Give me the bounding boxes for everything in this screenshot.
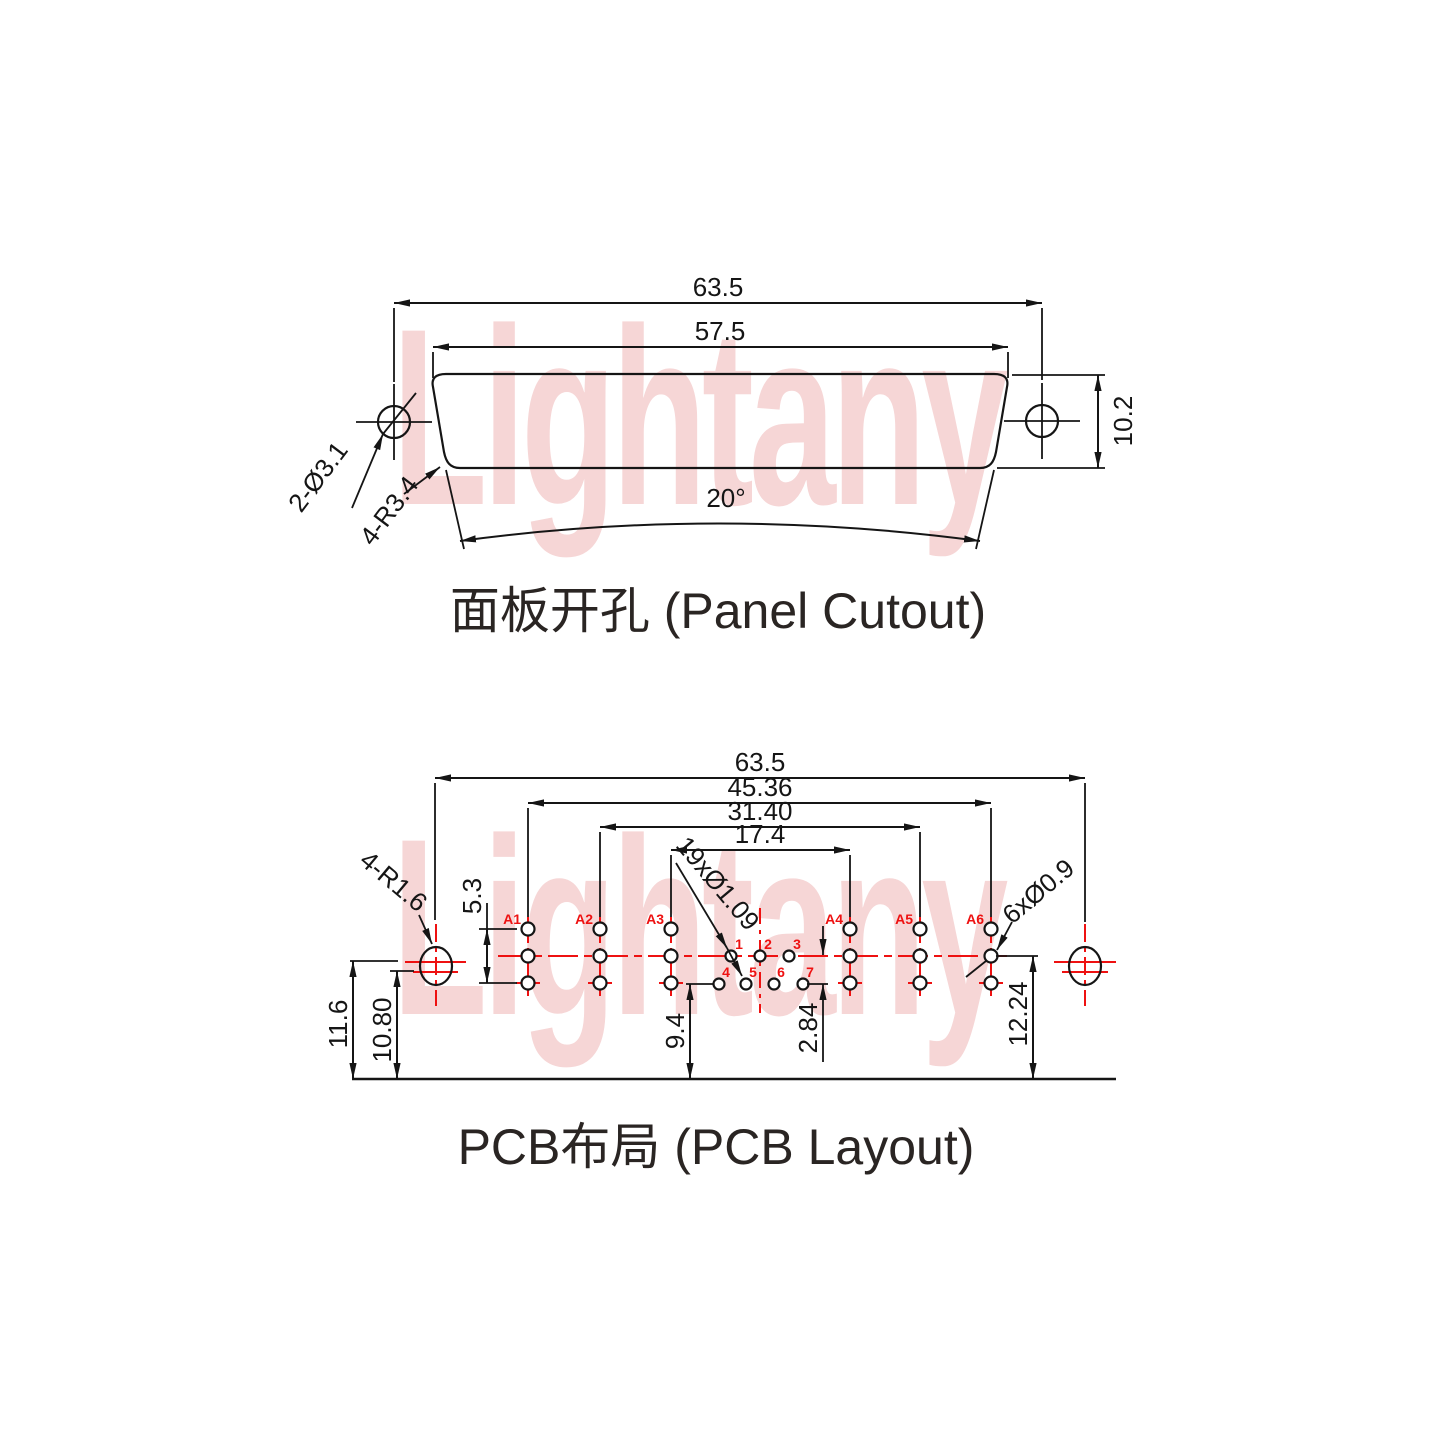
dim-panel-cutout-height: 10.2: [997, 374, 1138, 469]
panel-cutout-title: 面板开孔 (Panel Cutout): [450, 583, 986, 639]
dim-low-row-to-edge: 9.4: [660, 983, 713, 1079]
dim-row-offset: 2.84: [793, 926, 828, 1062]
pcb-layout-drawing: 63.5 45.36 31.40 17.4: [323, 747, 1116, 1175]
pin-label-7: 7: [806, 964, 814, 980]
pin-label-6: 6: [777, 964, 785, 980]
callout-label: 6xØ0.9: [996, 853, 1079, 930]
callout-label: 2-Ø3.1: [282, 436, 354, 518]
dim-label: 9.4: [660, 1013, 690, 1049]
panel-mount-hole-left: [356, 384, 432, 460]
panel-mount-hole-right: [1004, 383, 1080, 459]
pin-label-1: 1: [735, 936, 743, 952]
dim-span-a1-a6: 45.36: [527, 772, 992, 924]
dim-row-span: 5.3: [457, 878, 517, 984]
dim-center-to-edge: 12.24: [996, 955, 1038, 1079]
dim-label: 45.36: [727, 772, 792, 802]
pin-label-a6: A6: [966, 911, 984, 927]
pin-label-4: 4: [722, 964, 730, 980]
callout-mount-radius: 4-R1.6: [354, 845, 433, 945]
callout-label: 4-R1.6: [354, 845, 433, 918]
pin-label-a4: A4: [825, 911, 843, 927]
pin-label-5: 5: [749, 964, 757, 980]
dim-pcb-outer-width: 63.5: [434, 747, 1086, 922]
pcb-mount-hole-left: [405, 924, 466, 1006]
pin-label-a3: A3: [646, 911, 664, 927]
dim-label: 12.24: [1003, 981, 1033, 1046]
dim-label: 2.84: [793, 1003, 823, 1054]
dim-label: 10.2: [1108, 396, 1138, 447]
dim-label: 31.40: [727, 796, 792, 826]
dim-hole-lower-to-edge: 10.80: [367, 970, 414, 1079]
pin-label-a5: A5: [895, 911, 913, 927]
dim-label: 17.4: [735, 819, 786, 849]
watermark-text: Lightany: [392, 277, 1008, 558]
pcb-layout-title: PCB布局 (PCB Layout): [458, 1119, 975, 1175]
watermark-text: Lightany: [392, 787, 1008, 1068]
dim-panel-side-angle: 20°: [445, 469, 995, 550]
dim-label: 20°: [706, 483, 745, 513]
coax-pin-columns: [520, 921, 999, 991]
dim-label: 57.5: [695, 316, 746, 346]
callout-signal-holes: 19xØ1.09: [670, 830, 766, 977]
pin-label-3: 3: [793, 936, 801, 952]
pin-labels: A1 A2 A3 A4 A5 A6 1 2 3 4 5 6 7: [503, 911, 984, 980]
dim-label: 10.80: [367, 997, 397, 1062]
callout-panel-corner-radius: 4-R3.4: [353, 466, 441, 551]
pin-label-a2: A2: [575, 911, 593, 927]
callout-label: 4-R3.4: [353, 470, 424, 550]
dim-label: 63.5: [735, 747, 786, 777]
dim-label: 11.6: [323, 1000, 353, 1049]
dim-span-a3-a4: 17.4: [670, 819, 851, 920]
dim-panel-cutout-width: 57.5: [432, 316, 1009, 378]
dim-label: 5.3: [457, 878, 487, 914]
dim-hole-upper-to-edge: 11.6: [323, 960, 398, 1079]
pin-label-2: 2: [764, 936, 772, 952]
dim-panel-outer-width: 63.5: [393, 272, 1043, 382]
panel-cutout-drawing: 63.5 57.5: [282, 272, 1138, 639]
dim-span-a2-a5: 31.40: [599, 796, 921, 924]
pcb-mount-hole-right: [1054, 924, 1116, 1006]
dim-label: 63.5: [693, 272, 744, 302]
panel-cutout-outline: [431, 372, 1009, 470]
pin-label-a1: A1: [503, 911, 521, 927]
